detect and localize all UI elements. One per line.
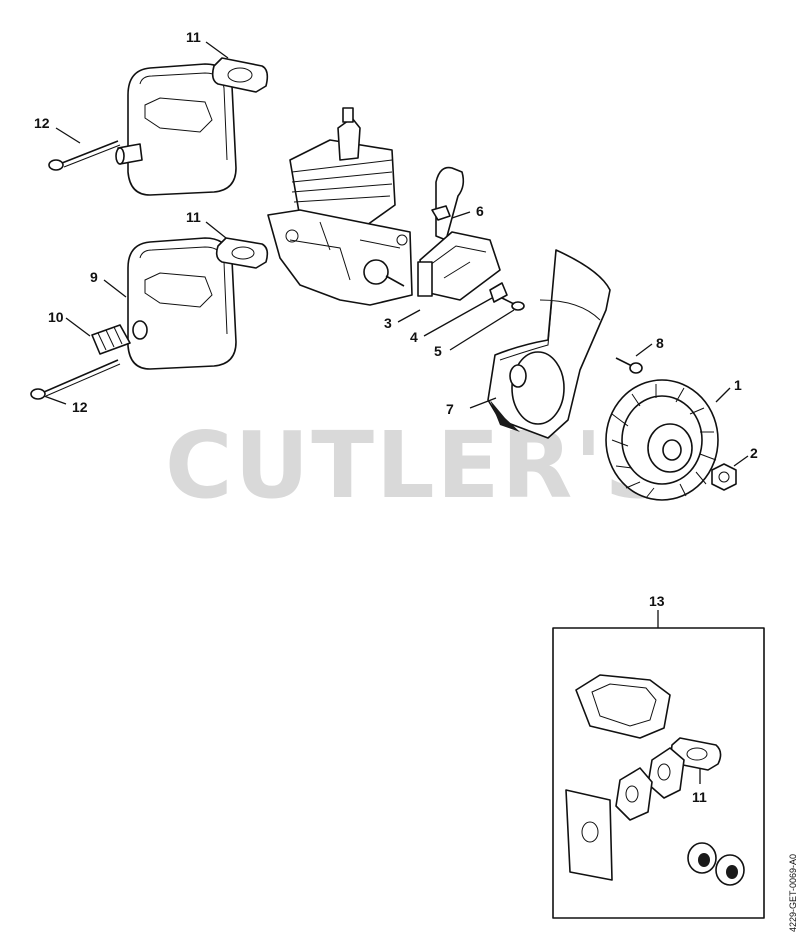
leader-lines [43, 41, 749, 784]
callout-11-lower: 11 [186, 209, 201, 225]
washer-plate [489, 282, 508, 303]
fan-housing [487, 249, 611, 439]
callout-11-upper: 11 [186, 29, 201, 45]
callout-9: 9 [90, 269, 98, 285]
callout-8: 8 [656, 335, 664, 351]
callout-4: 4 [410, 329, 418, 345]
callout-12-upper: 12 [34, 115, 50, 131]
hex-screw-coil [501, 297, 525, 311]
terminal-clip [431, 205, 451, 221]
ignition-module [417, 166, 501, 301]
callout-7: 7 [446, 401, 454, 417]
gasket-kit-box [552, 627, 765, 919]
muffler-upper [115, 63, 237, 196]
callout-10: 10 [48, 309, 64, 325]
callout-13: 13 [649, 593, 665, 609]
hex-screw-fan [615, 357, 643, 374]
callout-6: 6 [476, 203, 484, 219]
spark-arrestor-screen [91, 324, 131, 355]
document-id: 4229-GET-0069-A0 [788, 854, 798, 932]
engine-assembly [267, 107, 413, 306]
flywheel [605, 379, 719, 501]
muffler-lower [127, 237, 237, 370]
gasket-upper [211, 57, 269, 93]
callout-3: 3 [384, 315, 392, 331]
callout-11-kit: 11 [692, 789, 707, 805]
watermark: CUTLER'S [165, 412, 673, 519]
screw-lower [30, 359, 121, 400]
gasket-lower [215, 237, 269, 269]
screw-upper [48, 140, 121, 171]
callouts: 11 12 11 9 10 12 6 3 4 5 7 8 1 2 13 11 [34, 29, 758, 805]
callout-1: 1 [734, 377, 742, 393]
callout-2: 2 [750, 445, 758, 461]
callout-12-lower: 12 [72, 399, 88, 415]
callout-5: 5 [434, 343, 442, 359]
nut [711, 463, 737, 491]
